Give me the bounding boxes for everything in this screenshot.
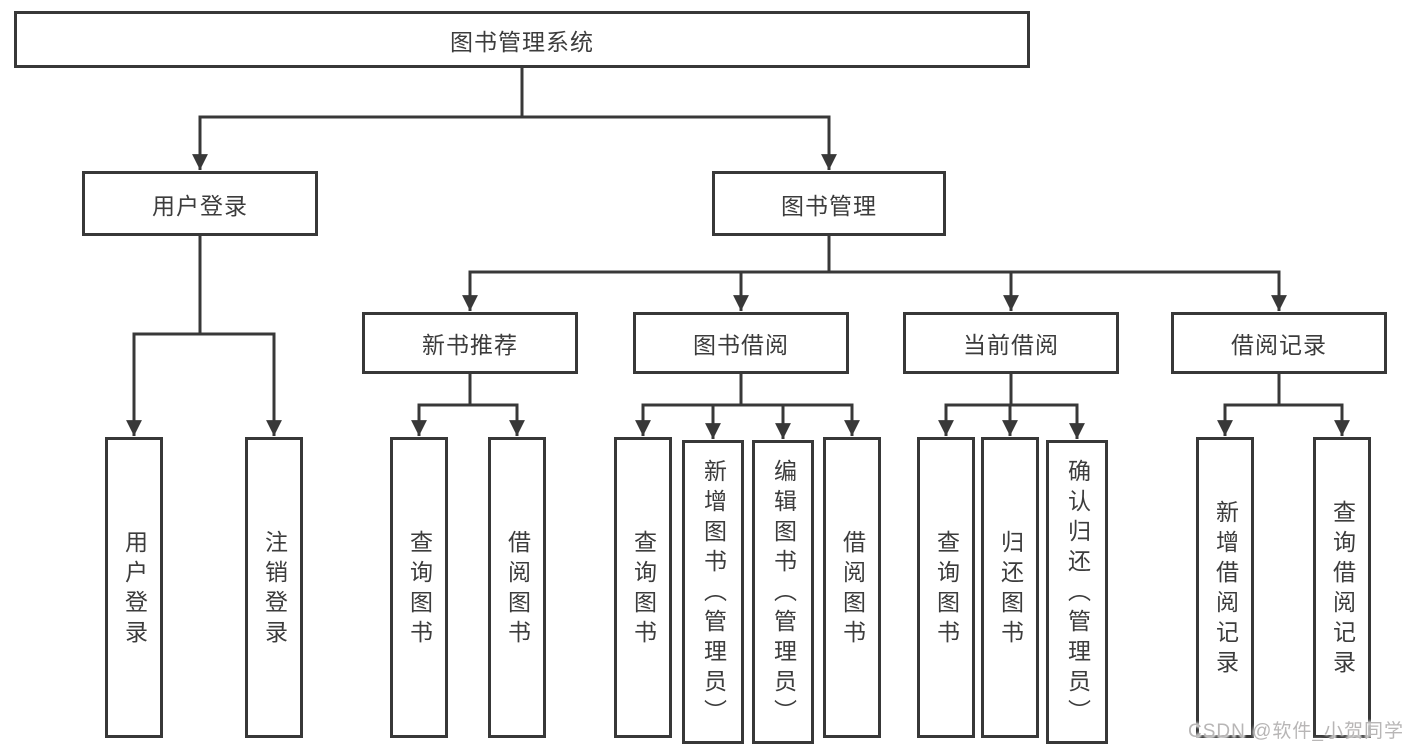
node-query-borrow-record: 查询借阅记录 [1313, 437, 1371, 738]
node-add-books-admin: 新增图书（管理员） [682, 440, 744, 744]
csdn-watermark: CSDN @软件_小贺同学 [1188, 721, 1404, 742]
node-add-borrow-record: 新增借阅记录 [1196, 437, 1254, 738]
node-root: 图书管理系统 [14, 11, 1030, 68]
node-borrow-books-2: 借阅图书 [823, 437, 881, 738]
node-current-borrow: 当前借阅 [903, 312, 1119, 374]
node-user-login-leaf: 用户登录 [105, 437, 163, 738]
node-new-book-recommend: 新书推荐 [362, 312, 578, 374]
node-book-borrow: 图书借阅 [633, 312, 849, 374]
node-edit-books-admin: 编辑图书（管理员） [752, 440, 814, 744]
node-query-books-3: 查询图书 [917, 437, 975, 738]
node-book-management: 图书管理 [712, 171, 946, 236]
node-return-books: 归还图书 [981, 437, 1039, 738]
node-query-books-1: 查询图书 [390, 437, 448, 738]
node-logout-leaf: 注销登录 [245, 437, 303, 738]
node-query-books-2: 查询图书 [614, 437, 672, 738]
node-borrow-records: 借阅记录 [1171, 312, 1387, 374]
node-confirm-return-admin: 确认归还（管理员） [1046, 440, 1108, 744]
node-user-login: 用户登录 [82, 171, 318, 236]
node-borrow-books-1: 借阅图书 [488, 437, 546, 738]
